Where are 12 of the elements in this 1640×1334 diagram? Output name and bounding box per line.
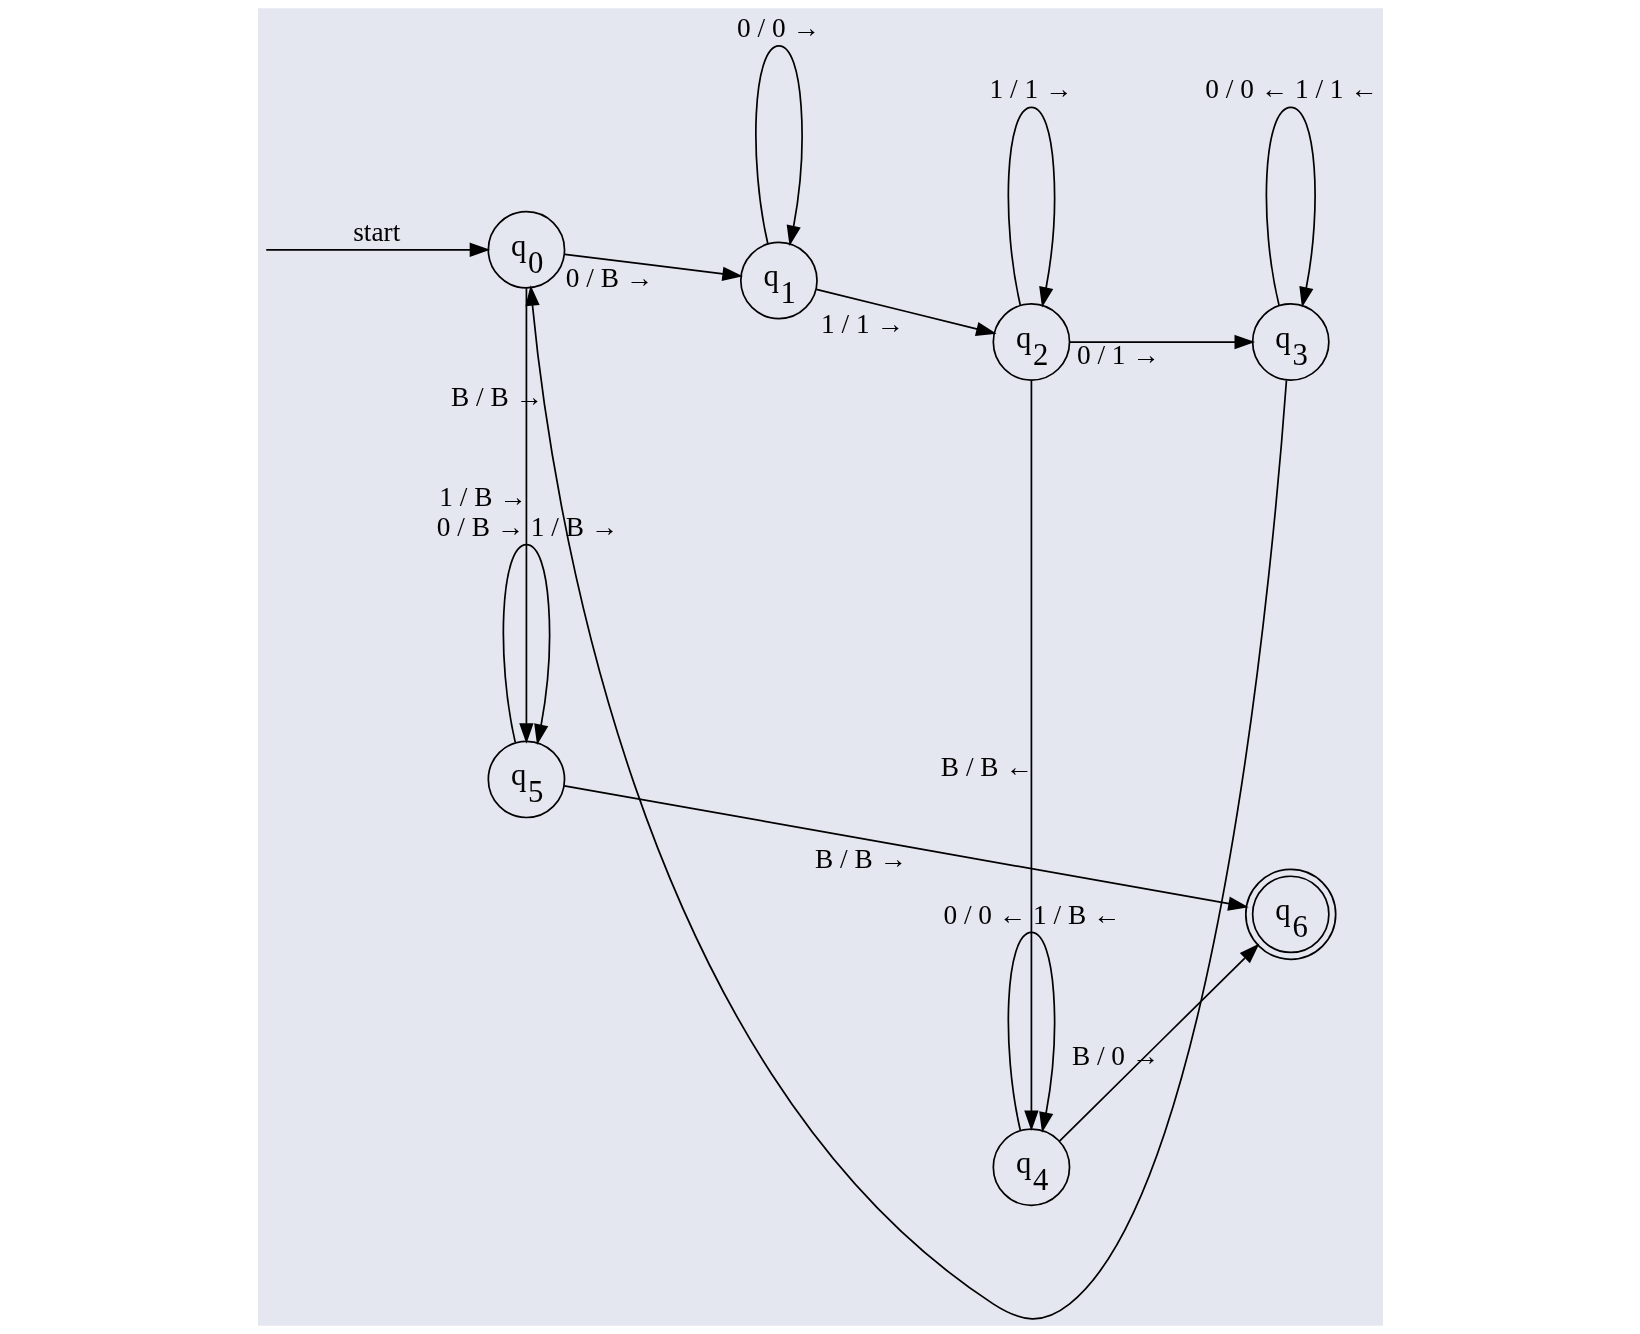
edge-label: 0 / 0 ← 1 / 1 ← bbox=[1204, 74, 1378, 105]
edge-label: start bbox=[352, 216, 400, 247]
edge-label: B / B → bbox=[814, 844, 907, 875]
edge-label: 0 / B → 1 / B → bbox=[436, 511, 618, 542]
edge-label: 1 / 1 → bbox=[989, 74, 1072, 105]
edge-label: 1 / B → bbox=[438, 481, 527, 512]
edge-label: 0 / 1 → bbox=[1076, 339, 1160, 370]
edge-label: B / B ← bbox=[940, 752, 1033, 783]
edge-label: 0 / 0 ← 1 / B ← bbox=[942, 899, 1120, 930]
edge-label: 1 / 1 → bbox=[820, 309, 904, 340]
edge-label: 0 / B → bbox=[565, 263, 653, 294]
edge-label: 0 / 0 → bbox=[736, 12, 820, 43]
